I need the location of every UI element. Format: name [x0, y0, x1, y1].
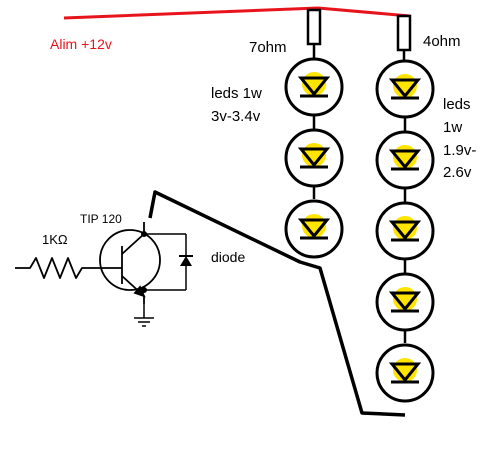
npn-transistor-icon: [99, 222, 161, 304]
left-led-string: [284, 57, 344, 259]
return-wire: [148, 190, 406, 417]
resistor-icon: [396, 14, 412, 62]
resistor-icon: [15, 257, 102, 279]
diode-icon: [179, 255, 193, 266]
right-leds-power-label: 1w: [443, 119, 463, 136]
led-icon: [375, 272, 435, 332]
diode-label: diode: [211, 249, 246, 265]
transistor-label: TIP 120: [80, 212, 122, 226]
led-icon: [375, 130, 435, 190]
led-icon: [375, 343, 435, 403]
base-resistor-label: 1KΩ: [42, 232, 68, 247]
led-icon: [284, 199, 344, 259]
left-leds-label: leds 1w: [211, 85, 262, 102]
led-icon: [284, 128, 344, 188]
right-leds-voltage-label-2: 2.6v: [443, 164, 472, 181]
right-leds-label: leds: [443, 96, 471, 113]
led-icon: [284, 57, 344, 117]
led-icon: [375, 59, 435, 119]
ground-icon: [134, 317, 154, 327]
led-icon: [375, 201, 435, 261]
right-leds-voltage-label: 1.9v-: [443, 142, 477, 159]
supply-label: Alim +12v: [50, 36, 112, 52]
supply-wire: [63, 6, 411, 20]
right-led-string: [375, 59, 435, 403]
left-leds-voltage-label: 3v-3.4v: [211, 108, 261, 125]
left-resistor-label: 7ohm: [249, 39, 287, 56]
resistor-icon: [306, 8, 322, 60]
right-resistor-label: 4ohm: [423, 33, 461, 50]
diode-wiring: [143, 233, 187, 318]
